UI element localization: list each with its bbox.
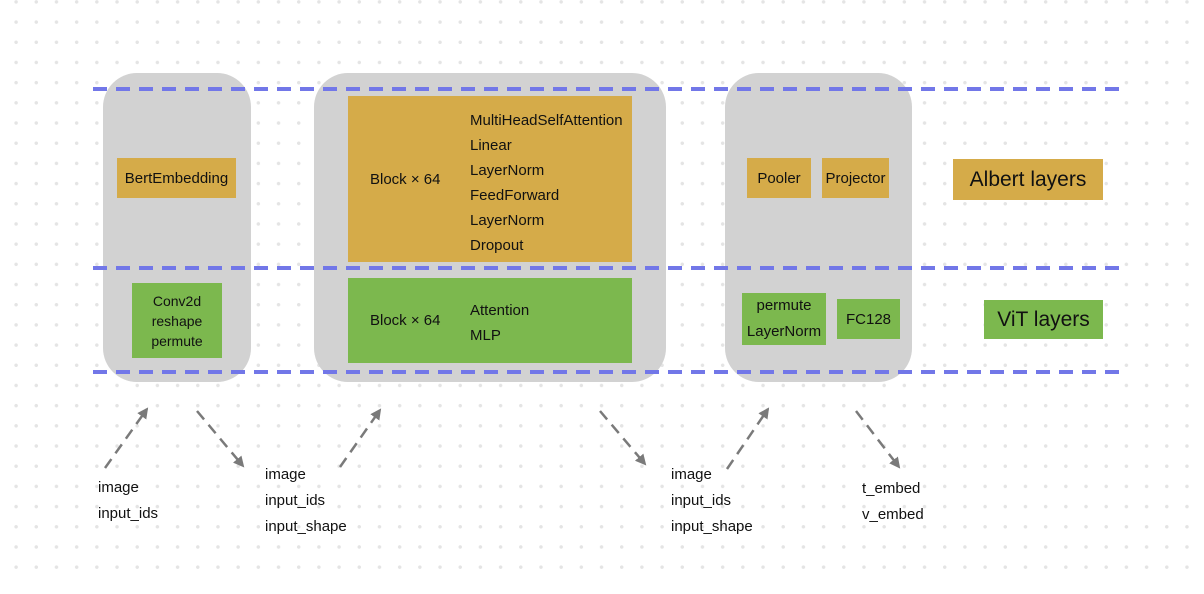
vit-block-box: Block × 64 Attention MLP	[348, 278, 632, 363]
io-label: t_embed	[862, 480, 921, 497]
io-label: v_embed	[862, 506, 924, 523]
pooler-label: Pooler	[757, 169, 801, 187]
io-label: input_ids	[265, 492, 326, 509]
albert-block-count-label: Block × 64	[370, 170, 441, 188]
io-labels-embedding-input: image input_ids	[98, 475, 158, 527]
io-label: input_ids	[671, 492, 732, 509]
io-labels-embedding-output: image input_ids input_shape	[265, 462, 347, 540]
permute-op: permute	[756, 297, 812, 314]
io-label: image	[98, 479, 139, 496]
io-label: image	[265, 466, 306, 483]
permute-layernorm-box: permute LayerNorm	[742, 293, 826, 345]
albert-layers-legend: Albert layers	[953, 159, 1103, 200]
vit-patch-op: permute	[151, 332, 203, 349]
vit-patch-embedding-box: Conv2d reshape permute	[132, 283, 222, 358]
pooler-box: Pooler	[747, 158, 811, 198]
io-labels-encoder-output: image input_ids input_shape	[671, 462, 753, 540]
io-label: input_shape	[671, 518, 753, 535]
albert-layers-legend-label: Albert layers	[969, 167, 1087, 191]
io-label: input_shape	[265, 518, 347, 535]
albert-op: LayerNorm	[470, 212, 545, 229]
vit-patch-op: Conv2d	[152, 292, 202, 309]
layernorm-op: LayerNorm	[746, 323, 822, 340]
io-label: image	[671, 466, 712, 483]
vit-patch-op: reshape	[151, 312, 203, 329]
vit-op: Attention	[470, 302, 530, 319]
vit-op: MLP	[470, 327, 501, 344]
vit-block-count-label: Block × 64	[370, 312, 441, 329]
vit-layers-legend-label: ViT layers	[997, 307, 1090, 331]
vit-block-ops-list: Attention MLP	[470, 278, 529, 363]
albert-block-box: Block × 64 MultiHeadSelfAttention Linear…	[348, 96, 632, 262]
albert-op: Dropout	[470, 237, 524, 254]
albert-block-ops-list: MultiHeadSelfAttention Linear LayerNorm …	[470, 96, 623, 262]
albert-op: Linear	[470, 137, 512, 154]
bert-embedding-box: BertEmbedding	[117, 158, 236, 198]
fc128-label: FC128	[845, 310, 892, 328]
io-label: input_ids	[98, 505, 159, 522]
albert-op: MultiHeadSelfAttention	[470, 112, 623, 129]
fc128-box: FC128	[837, 299, 900, 339]
io-labels-heads-output: t_embed v_embed	[862, 476, 924, 528]
bert-embedding-label: BertEmbedding	[124, 169, 229, 187]
albert-op: LayerNorm	[470, 162, 545, 179]
vit-layers-legend: ViT layers	[984, 300, 1103, 339]
projector-label: Projector	[825, 169, 886, 187]
projector-box: Projector	[822, 158, 889, 198]
albert-op: FeedForward	[470, 187, 560, 204]
